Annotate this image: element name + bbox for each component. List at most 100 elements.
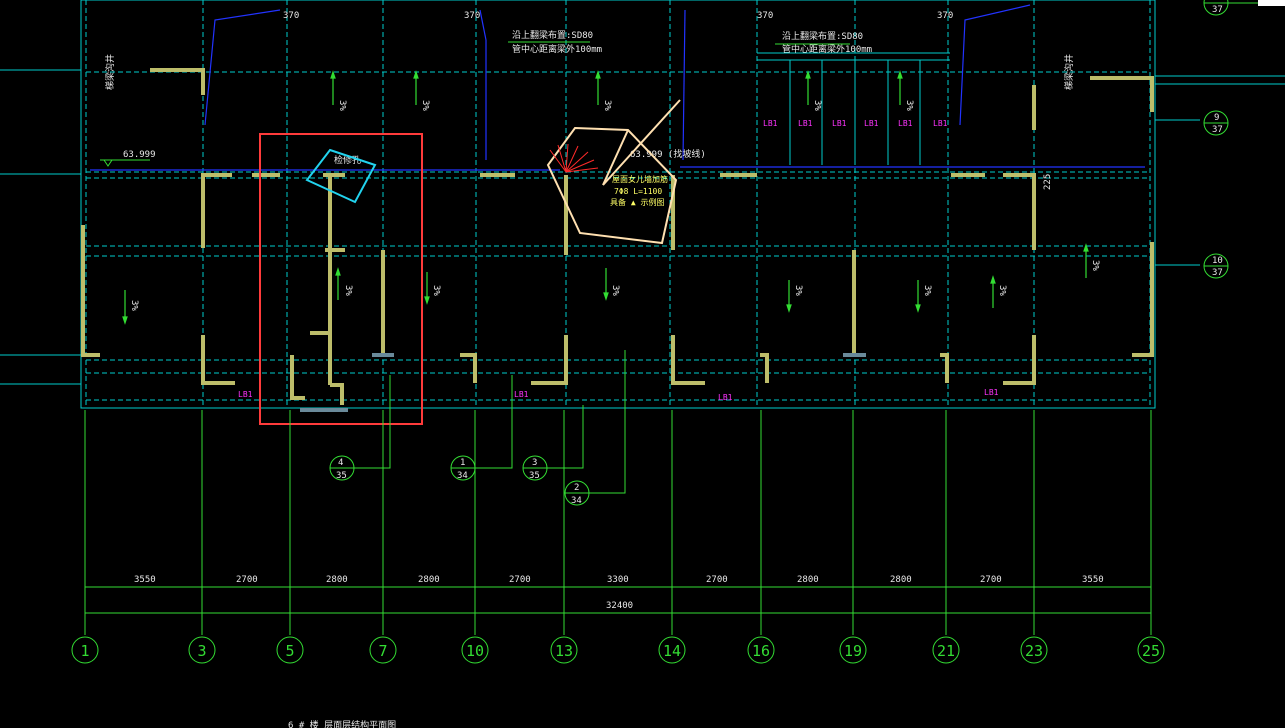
- right-dim-label: 225: [1043, 174, 1053, 190]
- lb-label: LB1: [238, 390, 253, 399]
- lb-label: LB1: [984, 388, 999, 397]
- axis-bubble: [1137, 636, 1165, 664]
- detail-marker-top: 1: [460, 458, 465, 468]
- axis-bubble: [276, 636, 304, 664]
- axis-bubble: [71, 636, 99, 664]
- detail-marker-bottom: 35: [529, 471, 540, 481]
- white-block: [1258, 0, 1285, 6]
- dashed-grid: [85, 0, 1151, 405]
- axis-bubble: [188, 636, 216, 664]
- building-outline: [0, 0, 1285, 409]
- slope-label: 3%: [602, 100, 612, 111]
- cyan-opening-shape[interactable]: [305, 148, 377, 204]
- axis-label: 3: [197, 642, 206, 660]
- elevation-marker: [100, 41, 850, 167]
- axis-label: 14: [663, 642, 681, 660]
- stair-lines: [757, 52, 950, 165]
- detail-marker-top: 3: [532, 458, 537, 468]
- total-dimension: 32400: [606, 601, 633, 611]
- slope-label: 3%: [610, 285, 620, 296]
- axis-label: 10: [466, 642, 484, 660]
- gutter-note-left: 梯梁沟井: [104, 54, 116, 90]
- axis-label: 7: [378, 642, 387, 660]
- axis-bubble: [550, 636, 578, 664]
- detail-marker-bottom: 34: [457, 471, 468, 481]
- slope-labels: 3% 3% 3% 3% 3% 3% 3% 3% 3% 3% 3% 3% 3%: [129, 100, 1100, 311]
- annotation-label: 具备 ▲ 示例图: [610, 197, 664, 207]
- slope-label: 3%: [812, 100, 822, 111]
- dim-label: 370: [283, 11, 299, 21]
- slope-label: 3%: [1090, 260, 1100, 271]
- pipe-note: 管中心距离梁外100mm: [512, 43, 602, 55]
- gutter-note-right: 梯梁沟井: [1063, 54, 1075, 90]
- lb-labels: LB1 LB1 LB1 LB1 LB1 LB1 LB1 LB1 LB1 LB1: [238, 119, 999, 402]
- bay-dimensions: 3550 2700 2800 2800 2700 3300 2700 2800 …: [134, 575, 1104, 611]
- axis-label: 19: [844, 642, 862, 660]
- lb-label: LB1: [798, 119, 813, 128]
- axis-label: 21: [937, 642, 955, 660]
- bay-dimension: 2800: [418, 575, 440, 585]
- dim-label: 370: [937, 11, 953, 21]
- elevation-label: 63.999: [123, 150, 156, 160]
- cyan-shape-label: 检修孔: [334, 154, 361, 166]
- slope-label: 3%: [129, 300, 139, 311]
- slope-label: 3%: [431, 285, 441, 296]
- slope-label: 3%: [922, 285, 932, 296]
- bay-dimension: 3550: [1082, 575, 1104, 585]
- pipe-note: 管中心距离梁外100mm: [782, 43, 872, 55]
- right-detail-markers: [1203, 0, 1285, 279]
- slope-label: 3%: [343, 285, 353, 296]
- annotation-label: 7Φ8 L=1100: [614, 187, 662, 196]
- slope-label: 3%: [904, 100, 914, 111]
- detail-marker-top: 4: [338, 458, 343, 468]
- drain-lines: [90, 4, 1145, 171]
- bay-dimension: 3550: [134, 575, 156, 585]
- axis-label: 5: [285, 642, 294, 660]
- bay-dimension: 3300: [607, 575, 629, 585]
- axis-bubble: [839, 636, 867, 664]
- bottom-detail-labels: 4 35 1 34 3 35 2 34: [336, 458, 582, 506]
- slope-arrows: [122, 70, 1089, 325]
- lb-label: LB1: [514, 390, 529, 399]
- wall-grey-segments: [300, 353, 866, 412]
- lb-label: LB1: [832, 119, 847, 128]
- bay-dimension: 2700: [706, 575, 728, 585]
- annotation-polygon[interactable]: [546, 99, 681, 245]
- axis-label: 16: [752, 642, 770, 660]
- bay-dimension: 2800: [326, 575, 348, 585]
- axis-bubble: [932, 636, 960, 664]
- bottom-detail-markers: [329, 350, 626, 506]
- axis-bubbles[interactable]: [71, 636, 1165, 664]
- drawing-title: 6 # 楼 层面层结构平面图: [288, 719, 396, 728]
- dim-label: 370: [464, 11, 480, 21]
- annotation-label: 63.999 (找坡线): [630, 148, 706, 160]
- detail-marker-bottom: 37: [1212, 268, 1223, 278]
- axis-label: 25: [1142, 642, 1160, 660]
- detail-marker-top: 10: [1212, 256, 1223, 266]
- lb-label: LB1: [763, 119, 778, 128]
- axis-label: 23: [1025, 642, 1043, 660]
- annotation-label: 屋面女儿墙加筋: [612, 174, 668, 184]
- bay-dimension: 2800: [890, 575, 912, 585]
- slope-label: 3%: [997, 285, 1007, 296]
- detail-marker-bottom: 35: [336, 471, 347, 481]
- axis-bubble: [658, 636, 686, 664]
- red-rays: [549, 143, 599, 173]
- dim-label: 370: [757, 11, 773, 21]
- axis-label: 1: [80, 642, 89, 660]
- detail-marker-bottom: 34: [571, 496, 582, 506]
- pipe-note: 沿上翻梁布置:SD80: [512, 29, 593, 41]
- notes: 梯梁沟井 梯梁沟井 沿上翻梁布置:SD80 管中心距离梁外100mm 沿上翻梁布…: [104, 29, 1075, 207]
- axis-bubble: [461, 636, 489, 664]
- axis-bubble: [1020, 636, 1048, 664]
- detail-marker-bottom: 37: [1212, 5, 1223, 15]
- selection-highlight-box[interactable]: [259, 133, 423, 425]
- axis-bubble: [369, 636, 397, 664]
- bay-dimension: 2700: [236, 575, 258, 585]
- lb-label: LB1: [933, 119, 948, 128]
- detail-marker-bottom: 37: [1212, 125, 1223, 135]
- detail-marker-top: 9: [1214, 113, 1219, 123]
- top-dims: 370 370 370 370: [283, 11, 953, 21]
- pipe-note: 沿上翻梁布置:SD80: [782, 30, 863, 42]
